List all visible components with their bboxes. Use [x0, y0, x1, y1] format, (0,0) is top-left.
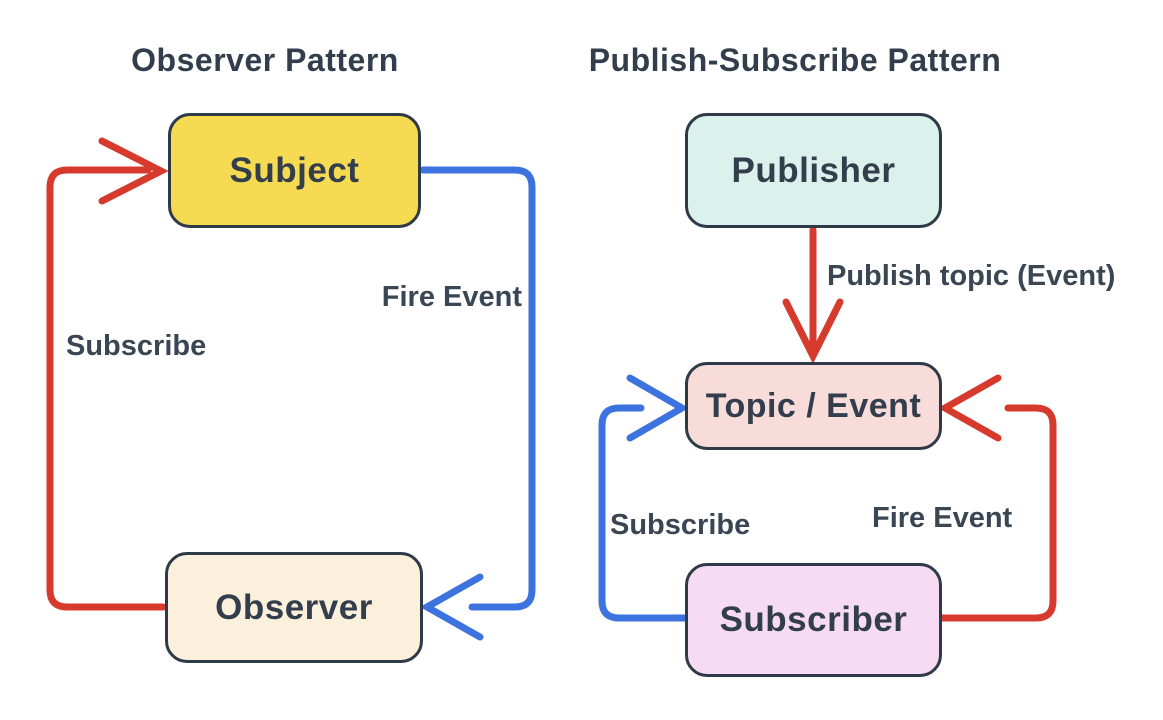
edge-fire-event-left-line [419, 166, 536, 611]
arrowhead-into-topic-left-icon [626, 374, 690, 442]
edge-label-fire-event-right: Fire Event [872, 502, 1013, 534]
node-publisher: Publisher [685, 113, 942, 228]
node-subject: Subject [168, 113, 421, 228]
arrowhead-into-subject-icon [98, 137, 169, 205]
pubsub-pattern-title: Publish-Subscribe Pattern [588, 42, 1002, 78]
edge-subscribe-right-line [598, 404, 689, 622]
edge-label-publish-topic: Publish topic (Event) [827, 260, 1116, 292]
edge-fire-event-right-line [938, 404, 1057, 622]
edge-label-subscribe-left: Subscribe [66, 330, 207, 362]
node-subject-label: Subject [229, 150, 360, 190]
edge-label-fire-event-left: Fire Event [381, 281, 522, 313]
node-topic-event: Topic / Event [685, 362, 942, 450]
node-topic-event-label: Topic / Event [705, 386, 922, 425]
arrowhead-into-topic-right-icon [937, 374, 1002, 442]
node-observer: Observer [165, 552, 423, 663]
arrowhead-into-topic-top-icon [782, 298, 844, 364]
node-subscriber: Subscriber [685, 563, 942, 677]
observer-pattern-title: Observer Pattern [131, 42, 399, 78]
node-observer-label: Observer [215, 587, 373, 627]
arrowhead-into-observer-icon [419, 573, 484, 641]
node-publisher-label: Publisher [731, 150, 896, 190]
node-subscriber-label: Subscriber [719, 600, 908, 639]
edge-subscribe-left-line [46, 166, 167, 611]
edge-label-subscribe-right: Subscribe [610, 509, 751, 541]
